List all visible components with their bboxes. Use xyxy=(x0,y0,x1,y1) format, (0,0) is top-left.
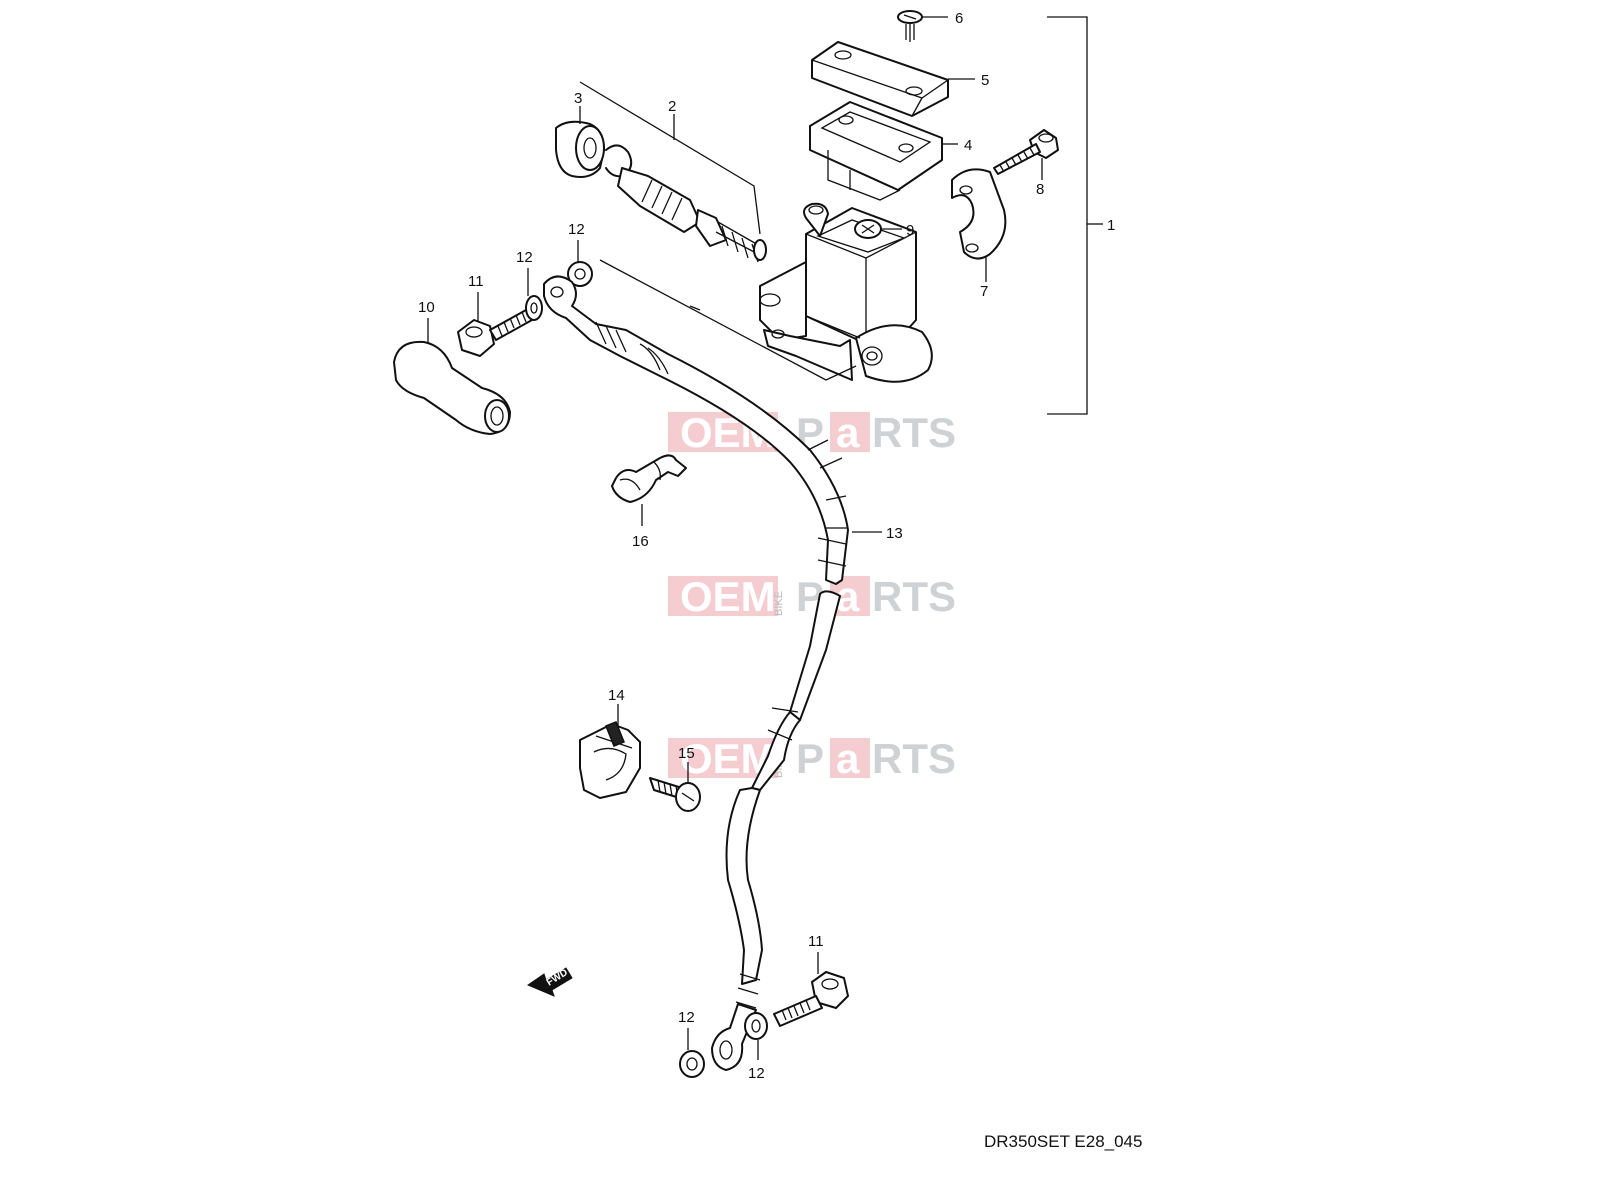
part-12-washer-upper-b xyxy=(567,240,593,287)
part-5-reservoir-cap xyxy=(811,41,975,117)
watermark-bottom: OEM BIKE P a RTS xyxy=(668,735,956,782)
watermark-middle: OEM BIKE P a RTS xyxy=(668,573,956,620)
callout-10: 10 xyxy=(418,299,435,316)
part-12-washer-lower-b xyxy=(744,1012,768,1060)
part-8-clamp-bolt xyxy=(993,129,1059,180)
part-3-boot xyxy=(555,106,605,178)
part-4-diaphragm xyxy=(809,101,958,201)
part-7-handlebar-clamp xyxy=(951,168,1007,282)
part-2-piston-kit xyxy=(579,81,767,263)
callout-13: 13 xyxy=(886,525,903,542)
callout-12b: 12 xyxy=(516,249,533,266)
watermark-bike-text: BIKE xyxy=(773,591,785,616)
callout-12c: 12 xyxy=(678,1009,695,1026)
part-16-hose-clip xyxy=(611,454,687,526)
watermark-p-text: P xyxy=(796,735,824,782)
callout-7: 7 xyxy=(980,283,988,300)
diagram-code-label: DR350SET E28_045 xyxy=(984,1132,1143,1151)
callout-2: 2 xyxy=(668,98,676,115)
callout-9: 9 xyxy=(906,222,914,239)
callout-6: 6 xyxy=(955,10,963,27)
part-10-cap xyxy=(393,318,511,435)
part-6-cap-screw xyxy=(897,10,948,42)
watermark-rts-text: RTS xyxy=(872,409,956,456)
callout-8: 8 xyxy=(1036,181,1044,198)
callout-15: 15 xyxy=(678,745,695,762)
callout-4: 4 xyxy=(964,137,972,154)
watermark-oem-text: OEM xyxy=(680,573,776,620)
part-13-brake-hose xyxy=(543,275,882,1071)
watermark-a-text: a xyxy=(836,735,860,782)
part-12-washer-upper-a xyxy=(525,268,543,321)
callout-12d: 12 xyxy=(748,1065,765,1082)
part-14-hose-guide xyxy=(579,704,641,799)
assembly-bracket xyxy=(1047,16,1103,415)
callout-1: 1 xyxy=(1107,217,1115,234)
upper-banjo-leader xyxy=(599,259,857,381)
part-9-screw xyxy=(854,219,902,239)
callout-11a: 11 xyxy=(468,273,484,290)
part-12-washer-lower-a xyxy=(679,1028,705,1078)
watermark-rts-text: RTS xyxy=(872,735,956,782)
watermark-rts-text: RTS xyxy=(872,573,956,620)
watermark-top: OEM BIKE P a RTS xyxy=(668,409,956,456)
callout-12a: 12 xyxy=(568,221,585,238)
callout-16: 16 xyxy=(632,533,649,550)
callout-3: 3 xyxy=(574,90,582,107)
forward-direction-arrow-icon: FWD xyxy=(526,967,573,997)
part-15-screw xyxy=(649,762,701,812)
callout-11b: 11 xyxy=(808,933,824,950)
watermark-a-text: a xyxy=(836,409,860,456)
callout-5: 5 xyxy=(981,72,989,89)
part-11-union-bolt-upper xyxy=(457,292,533,357)
master-cylinder-body xyxy=(759,202,933,383)
part-11-union-bolt-lower xyxy=(773,952,849,1027)
callout-14: 14 xyxy=(608,687,625,704)
